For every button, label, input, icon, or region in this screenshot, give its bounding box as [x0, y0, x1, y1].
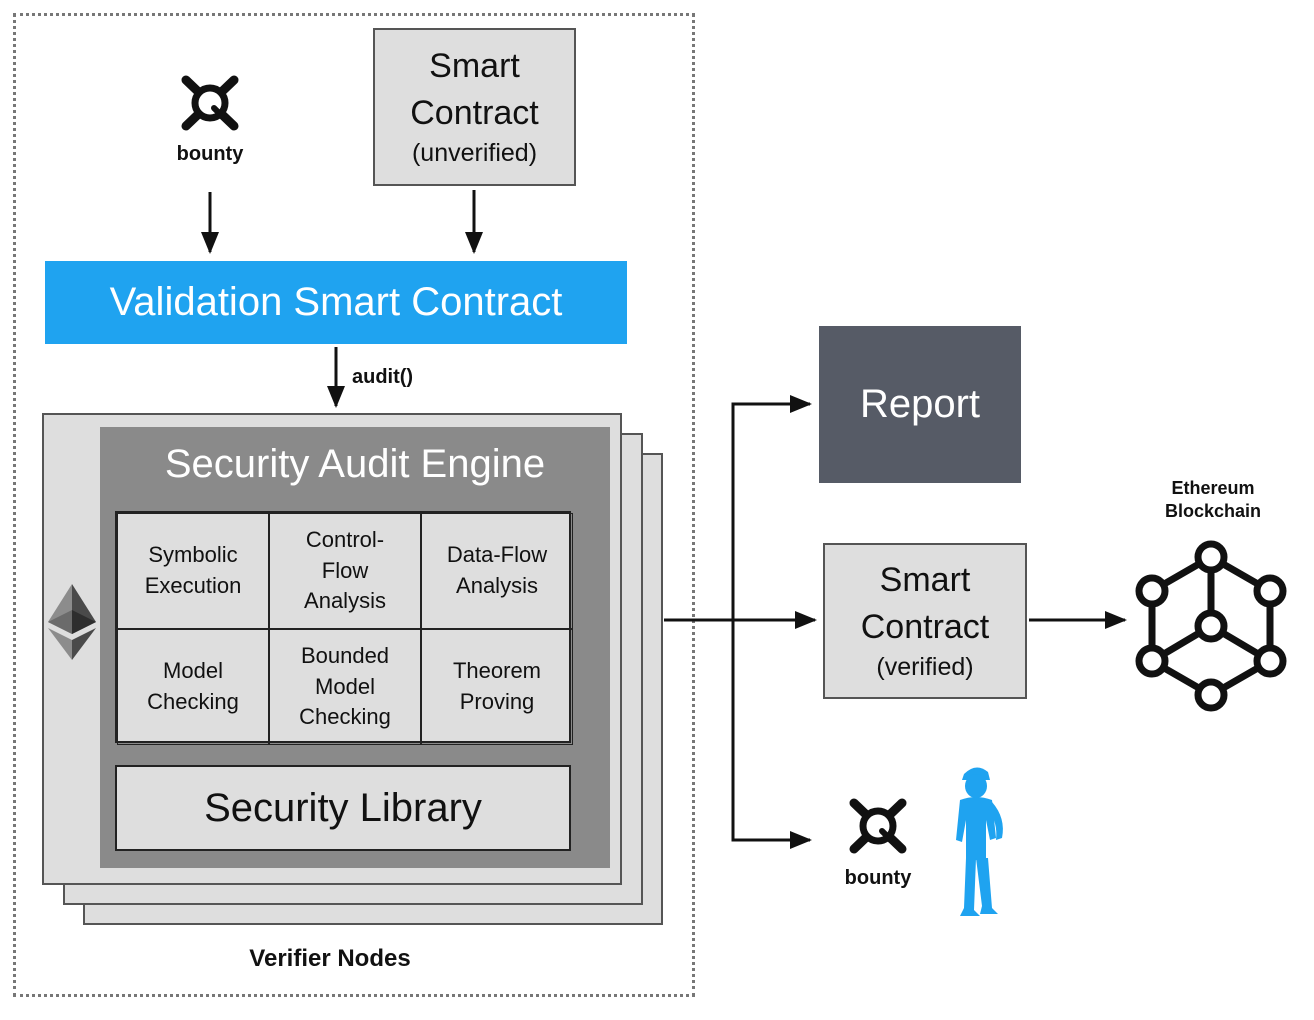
verifier-nodes-frame	[13, 13, 695, 997]
smart-contract-unverified-status: (unverified)	[411, 139, 538, 168]
report-box: Report	[819, 326, 1021, 483]
smart-contract-unverified-box: Smart Contract (unverified)	[373, 28, 576, 186]
audit-call-label: audit()	[352, 366, 414, 388]
bounty-label-top: bounty	[176, 143, 244, 165]
technique-control-flow-analysis: Control-Flow Analysis	[269, 513, 421, 629]
audit-techniques-grid: Symbolic Execution Control-Flow Analysis…	[115, 511, 573, 745]
blockchain-network-icon	[1135, 540, 1287, 712]
technique-symbolic-execution: Symbolic Execution	[117, 513, 269, 629]
verifier-nodes-label: Verifier Nodes	[249, 945, 411, 972]
smart-contract-unverified-title: Smart Contract	[410, 47, 539, 133]
smart-contract-verified-status: (verified)	[876, 653, 974, 682]
arrow-to-bounty	[731, 620, 812, 849]
auditor-person-icon	[956, 767, 1003, 916]
technique-bounded-model-checking: Bounded Model Checking	[269, 629, 421, 745]
arrow-to-report	[731, 395, 812, 620]
security-audit-engine-title: Security Audit Engine	[164, 441, 546, 486]
security-library-box: Security Library	[115, 765, 571, 851]
ethereum-logo-icon	[48, 584, 96, 660]
technique-data-flow-analysis: Data-Flow Analysis	[421, 513, 573, 629]
ethereum-label-line2: Blockchain	[1164, 501, 1262, 522]
bounty-label-bottom: bounty	[844, 867, 912, 889]
bounty-token-icon	[181, 75, 239, 131]
validation-smart-contract-bar: Validation Smart Contract	[45, 261, 627, 344]
technique-theorem-proving: Theorem Proving	[421, 629, 573, 745]
ethereum-label-line1: Ethereum	[1171, 478, 1255, 498]
ethereum-blockchain-label: Ethereum Blockchain	[1140, 477, 1286, 524]
bounty-token-icon-bottom	[849, 798, 907, 854]
smart-contract-verified-title: Smart Contract	[860, 561, 990, 647]
technique-model-checking: Model Checking	[117, 629, 269, 745]
smart-contract-verified-box: Smart Contract (verified)	[823, 543, 1027, 699]
